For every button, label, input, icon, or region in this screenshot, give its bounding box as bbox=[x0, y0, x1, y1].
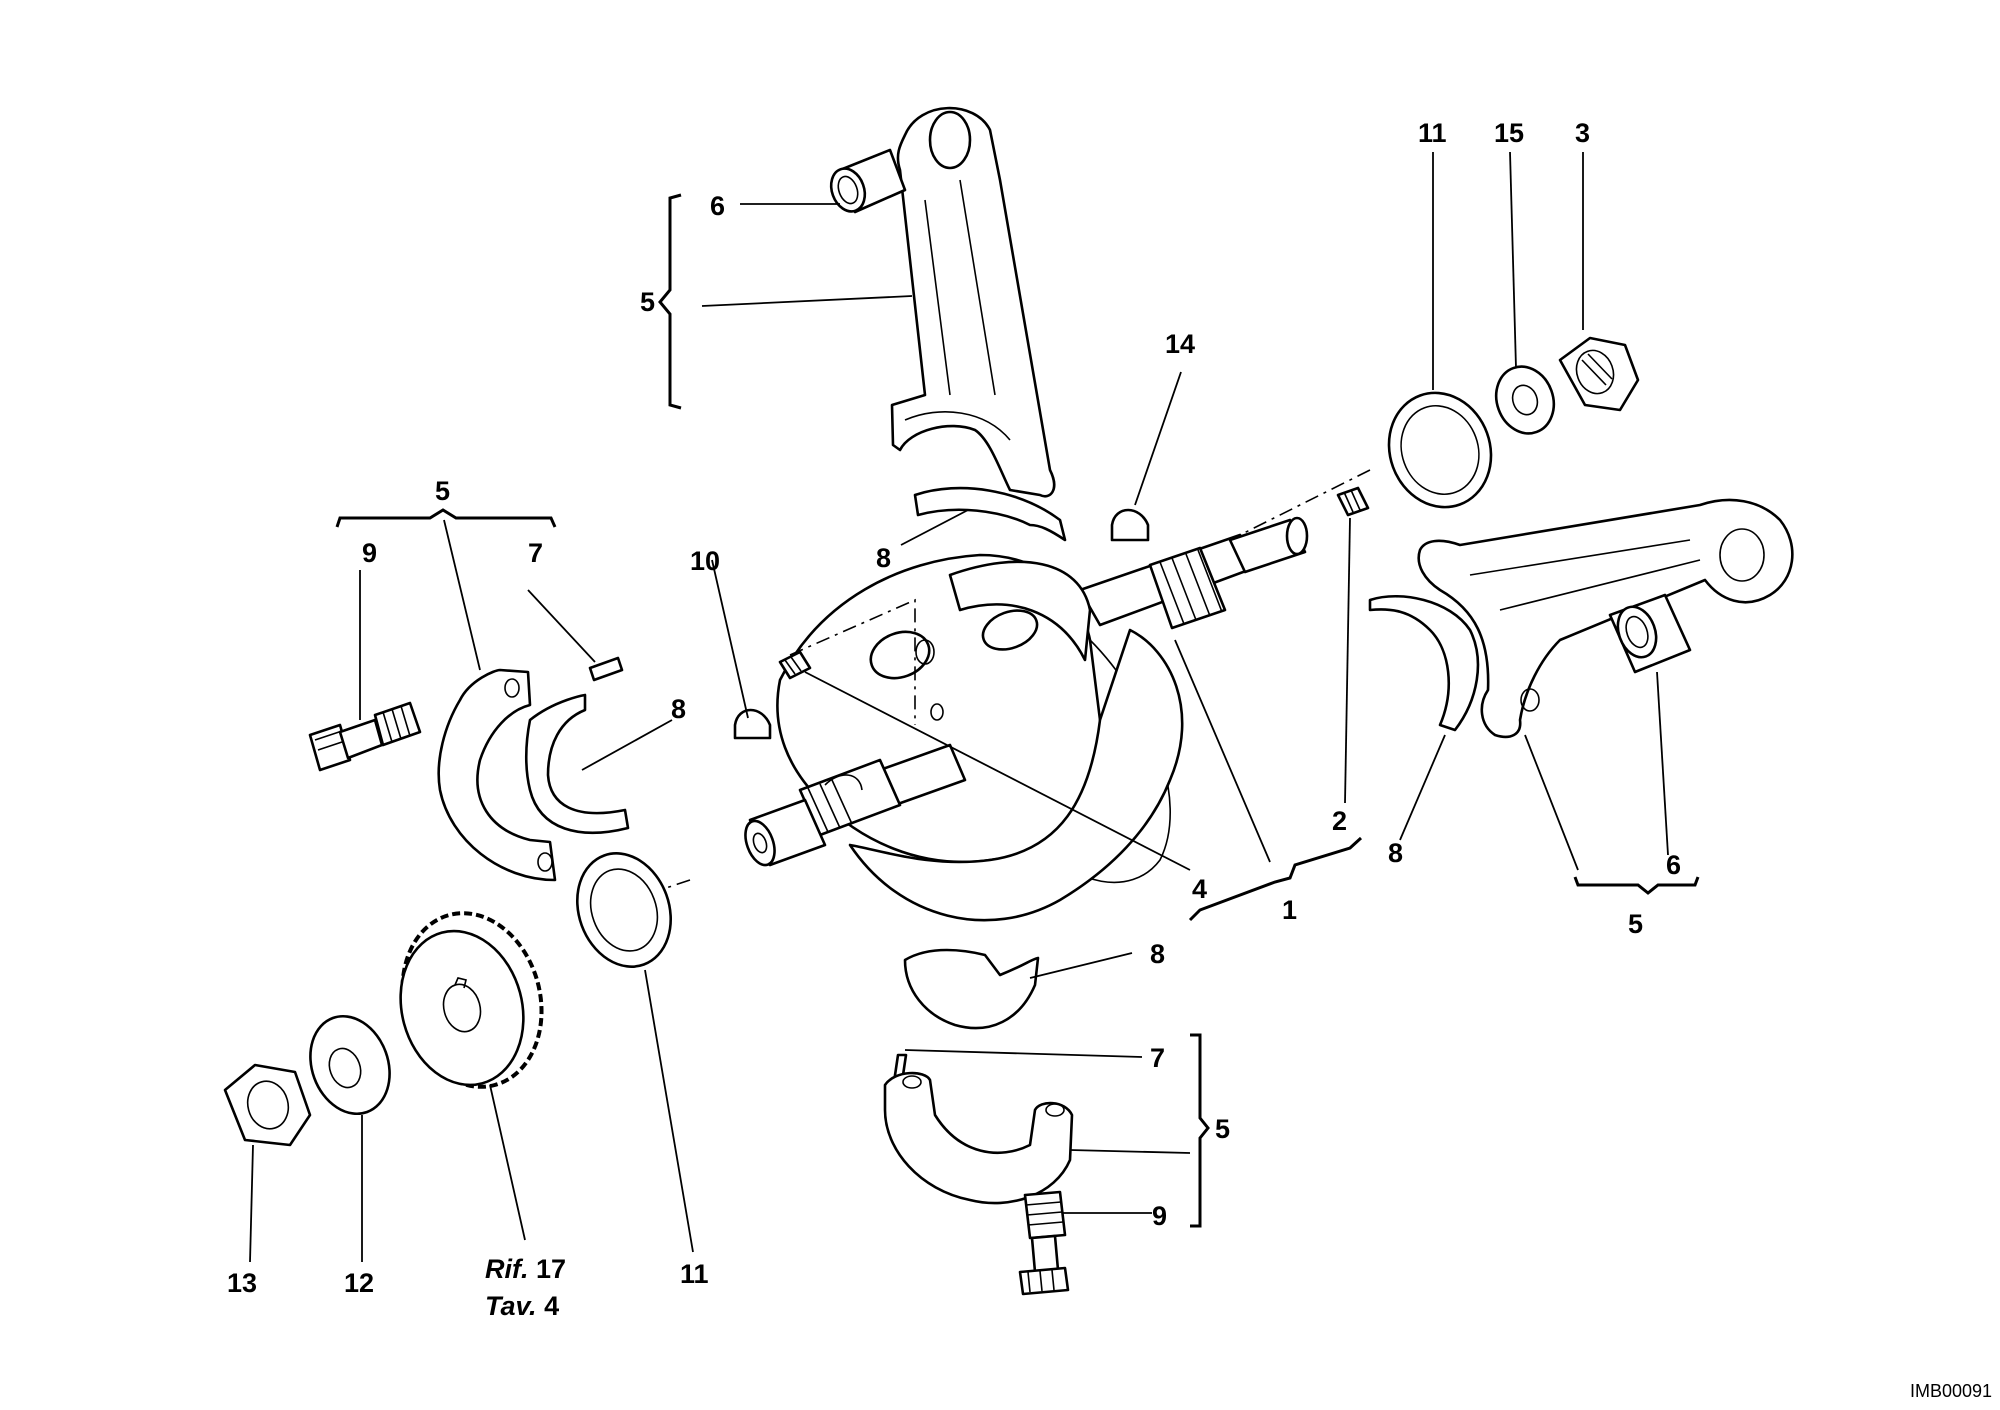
callout-9-left: 9 bbox=[362, 538, 377, 568]
callout-15: 15 bbox=[1494, 118, 1524, 148]
oil-path-line bbox=[789, 598, 916, 725]
callout-3: 3 bbox=[1575, 118, 1590, 148]
callout-2: 2 bbox=[1332, 806, 1347, 836]
callout-8-left: 8 bbox=[671, 694, 686, 724]
leader-lines bbox=[249, 151, 1669, 1263]
callout-6-right: 6 bbox=[1666, 850, 1681, 880]
callout-7-bottom: 7 bbox=[1150, 1043, 1165, 1073]
connecting-rod-right bbox=[1417, 498, 1794, 739]
callout-10: 10 bbox=[690, 546, 720, 576]
woodruff-key-14 bbox=[1110, 508, 1150, 542]
bolt-9-left bbox=[308, 701, 422, 772]
callout-8-bottom: 8 bbox=[1150, 939, 1165, 969]
timing-gear bbox=[399, 911, 544, 1089]
callout-7-left: 7 bbox=[528, 538, 543, 568]
callout-labels: 6 5 14 11 15 3 5 9 7 8 10 8 2 4 1 8 6 5 … bbox=[227, 118, 1992, 1401]
callout-5-bottom: 5 bbox=[1215, 1114, 1230, 1144]
drawing-code: IMB00091 bbox=[1910, 1381, 1992, 1401]
rod-cap-bottom bbox=[883, 1071, 1074, 1205]
callout-6-top: 6 bbox=[710, 191, 725, 221]
callout-11-bottom: 11 bbox=[680, 1259, 709, 1289]
axis-line-rear bbox=[1239, 469, 1371, 536]
reference-line-1: Rif. 17 bbox=[485, 1254, 566, 1284]
callout-5-right: 5 bbox=[1628, 909, 1643, 939]
washer-11-top bbox=[1387, 391, 1493, 509]
woodruff-key-10 bbox=[733, 708, 772, 740]
nut-13 bbox=[223, 1063, 312, 1147]
crankshaft bbox=[744, 516, 1309, 922]
callout-4: 4 bbox=[1192, 874, 1207, 904]
rod-cap-left bbox=[437, 668, 557, 882]
reference-line-2: Tav. 4 bbox=[485, 1291, 559, 1321]
group-brackets bbox=[335, 193, 1700, 1228]
bolt-9-bottom bbox=[1018, 1190, 1070, 1296]
grub-screw-4 bbox=[778, 650, 812, 680]
washer-15 bbox=[1494, 365, 1556, 435]
connecting-rod-top bbox=[829, 106, 1056, 498]
callout-12: 12 bbox=[344, 1268, 374, 1298]
callout-1: 1 bbox=[1282, 895, 1297, 925]
bearing-shell-left bbox=[524, 693, 630, 835]
callout-11-top: 11 bbox=[1418, 118, 1447, 148]
bearing-shell-bottom bbox=[903, 948, 1040, 1030]
callout-13: 13 bbox=[227, 1268, 257, 1298]
callout-14: 14 bbox=[1165, 329, 1195, 359]
callout-9-bottom: 9 bbox=[1152, 1201, 1167, 1231]
callout-8-top: 8 bbox=[876, 543, 891, 573]
washer-11-bottom bbox=[575, 852, 673, 968]
callout-8-right: 8 bbox=[1388, 838, 1403, 868]
callout-5-top: 5 bbox=[640, 287, 655, 317]
callout-5-left: 5 bbox=[435, 476, 450, 506]
washer-12 bbox=[309, 1014, 391, 1116]
bearing-shell-right bbox=[1368, 594, 1480, 732]
dowel-7-left bbox=[588, 656, 624, 682]
nut-3 bbox=[1558, 336, 1640, 412]
